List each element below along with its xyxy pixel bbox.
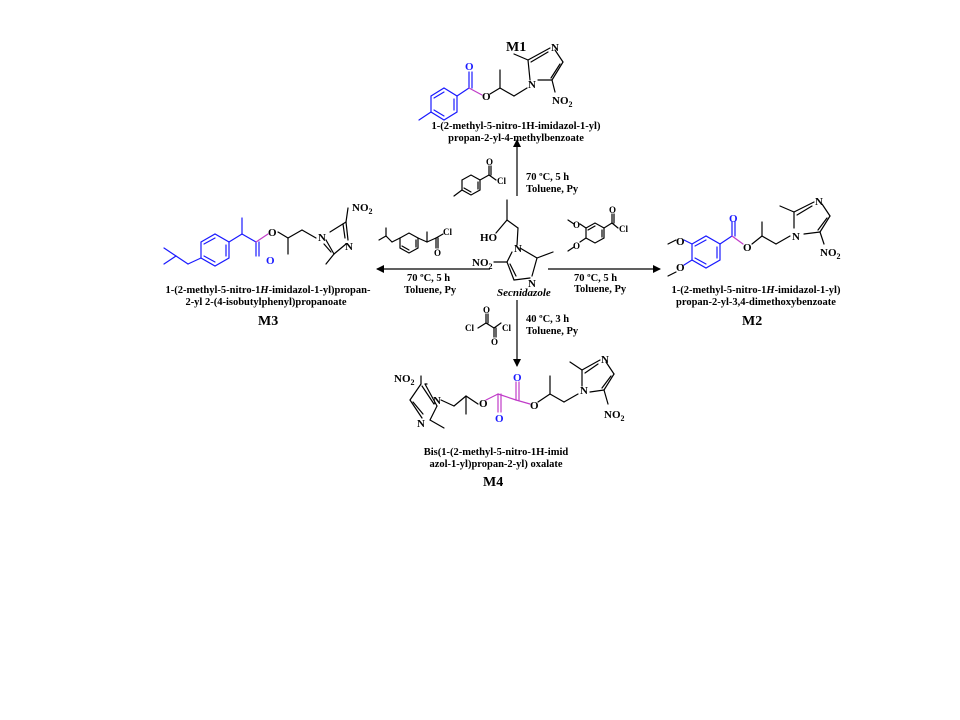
m1-nitro: NO2 <box>552 95 573 109</box>
reagent2-oxygen: O <box>609 205 616 215</box>
m2-name-line1: 1-(2-methyl-5-nitro-1H-imidazol-1-yl) <box>672 285 841 296</box>
m1-ester-oxygen: O <box>482 91 491 103</box>
condition-up-solvent: Toluene, Py <box>526 184 579 195</box>
m1-n1: N <box>528 79 536 91</box>
secnidazole-n3-label: N <box>528 278 536 290</box>
reagent-toluoyl-chloride <box>453 165 497 197</box>
condition-right-temp: 70 ºC, 5 h <box>574 273 617 284</box>
m2-methoxy-o1: O <box>676 236 685 248</box>
m2-n3: N <box>815 196 823 208</box>
m3-n3: N <box>345 241 353 253</box>
m4-ester-oxygen-left: O <box>479 398 488 410</box>
condition-down-solvent: Toluene, Py <box>526 326 579 337</box>
m4-ester-oxygen-right: O <box>530 400 539 412</box>
m3-name-line2: 2-yl 2-(4-isobutylphenyl)propanoate <box>185 297 346 308</box>
m2-label: M2 <box>742 314 762 329</box>
m3-carbonyl-oxygen: O <box>266 255 275 267</box>
reagent4-oxygen-top: O <box>483 305 490 315</box>
reagent-oxalyl-chloride <box>477 313 502 338</box>
m4-n1-left: N <box>433 395 441 407</box>
m3-label: M3 <box>258 314 278 329</box>
secnidazole-structure <box>493 199 554 281</box>
m4-nitro-right: NO2 <box>604 409 625 423</box>
m4-carbonyl-oxygen-right: O <box>513 372 522 384</box>
m2-n1: N <box>792 231 800 243</box>
m3-n1: N <box>318 232 326 244</box>
m4-nitro-left: NO2 <box>394 373 415 387</box>
m4-n1-right: N <box>580 385 588 397</box>
condition-down-temp: 40 ºC, 3 h <box>526 314 569 325</box>
secnidazole-name: Secnidazole <box>497 287 551 299</box>
m2-methoxy-o2: O <box>676 262 685 274</box>
m3-ester-oxygen: O <box>268 227 277 239</box>
m2-structure <box>667 201 831 277</box>
m1-name-line2: propan-2-yl-4-methylbenzoate <box>448 133 584 144</box>
reagent3-chlorine: Cl <box>443 227 452 237</box>
m4-name-line1: Bis(1-(2-methyl-5-nitro-1H-imid <box>424 447 569 458</box>
m2-ester-oxygen: O <box>743 242 752 254</box>
condition-left-temp: 70 ºC, 5 h <box>407 273 450 284</box>
reagent4-chlorine-right: Cl <box>502 323 511 333</box>
m4-name-line2: azol-1-yl)propan-2-yl) oxalate <box>429 459 562 470</box>
condition-left-solvent: Toluene, Py <box>404 285 457 296</box>
condition-right-solvent: Toluene, Py <box>574 284 627 295</box>
m4-carbonyl-oxygen-left: O <box>495 413 504 425</box>
reagent2-chlorine: Cl <box>619 224 628 234</box>
m2-nitro: NO2 <box>820 247 841 261</box>
m1-name-line1: 1-(2-methyl-5-nitro-1H-imidazol-1-yl) <box>432 121 601 132</box>
m1-label: M1 <box>506 40 526 55</box>
reagent4-oxygen-bottom: O <box>491 337 498 347</box>
m2-name-line2: propan-2-yl-3,4-dimethoxybenzoate <box>676 297 836 308</box>
reagent1-chlorine: Cl <box>497 176 506 186</box>
m4-n3-right: N <box>601 354 609 366</box>
secnidazole-nitro-label: NO2 <box>472 257 493 271</box>
m2-carbonyl-oxygen: O <box>729 213 738 225</box>
m1-n3: N <box>551 42 559 54</box>
reagent3-oxygen: O <box>434 248 441 258</box>
condition-up-temp: 70 ºC, 5 h <box>526 172 569 183</box>
reagent2-methoxy-o2: O <box>573 241 580 251</box>
reagent4-chlorine-left: Cl <box>465 323 474 333</box>
m1-carbonyl-oxygen: O <box>465 61 474 73</box>
m3-name-line1: 1-(2-methyl-5-nitro-1H-imidazol-1-yl)pro… <box>166 285 371 296</box>
m4-n3-left: N <box>417 418 425 430</box>
secnidazole-n1-label: N <box>514 243 522 255</box>
reagent-ibuprofen-chloride <box>378 227 444 254</box>
m4-structure <box>409 359 615 429</box>
reagent2-methoxy-o1: O <box>573 220 580 230</box>
secnidazole-hydroxy-label: HO <box>480 232 498 244</box>
m4-label: M4 <box>483 475 503 490</box>
m3-structure <box>163 207 349 267</box>
m3-nitro: NO2 <box>352 202 373 216</box>
reagent1-oxygen: O <box>486 157 493 167</box>
reagent-dimethoxybenzoyl-chloride <box>567 213 619 252</box>
m1-structure <box>418 47 564 121</box>
